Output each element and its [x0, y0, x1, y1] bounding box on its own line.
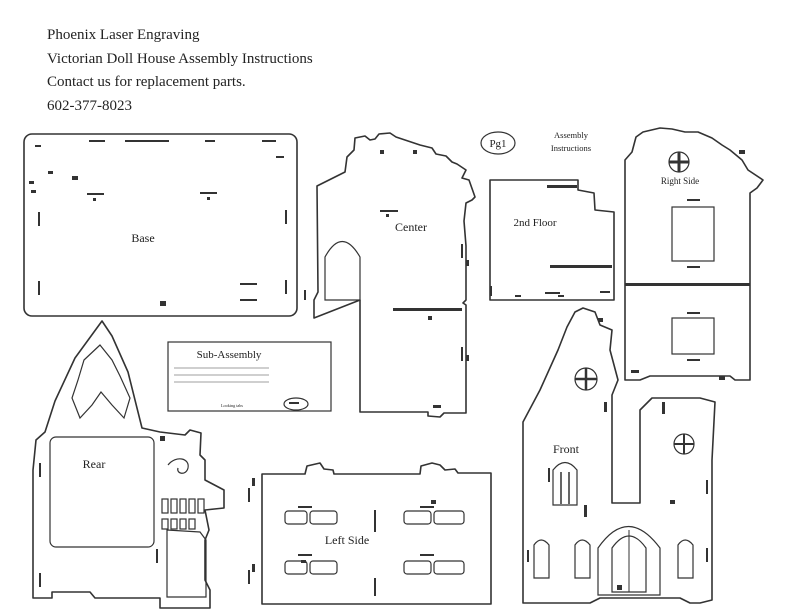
document-title: Victorian Doll House Assembly Instructio…	[47, 50, 313, 67]
rear-panel: Rear	[32, 320, 225, 609]
instructions-header: Phoenix Laser Engraving Victorian Doll H…	[47, 24, 313, 118]
assembly-label: Assembly	[554, 130, 589, 140]
company-name: Phoenix Laser Engraving	[47, 27, 200, 43]
sub-assembly-oval	[283, 397, 309, 411]
phone-number: 602-377-8023	[47, 97, 132, 114]
page-badge: Pg1	[480, 131, 516, 155]
front-label: Front	[553, 442, 580, 456]
assembly-instructions-note: Assembly Instructions	[551, 130, 591, 153]
left-side-panel: Left Side	[248, 462, 492, 605]
rear-opening	[49, 436, 155, 548]
page-label: Pg1	[489, 138, 506, 150]
sub-assembly-title: Sub-Assembly	[197, 349, 262, 361]
right-side-upper-window	[671, 206, 715, 262]
right-side-panel: Right Side	[624, 127, 764, 381]
base-panel: Base	[23, 133, 298, 317]
contact-note: Contact us for replacement parts.	[47, 74, 246, 90]
center-label: Center	[395, 220, 427, 234]
right-side-label: Right Side	[661, 176, 699, 186]
second-floor-panel: 2nd Floor	[489, 179, 615, 301]
sub-assembly-footer: Looking tabs	[221, 403, 243, 408]
center-panel: Center	[304, 132, 476, 418]
front-panel: Front	[522, 307, 716, 604]
rear-label: Rear	[83, 457, 106, 471]
sub-assembly-card: Sub-Assembly Looking tabs	[167, 341, 332, 412]
right-side-lower-window	[671, 317, 715, 355]
second-floor-label: 2nd Floor	[513, 217, 556, 229]
base-label: Base	[131, 231, 154, 245]
left-side-label: Left Side	[325, 533, 369, 547]
instructions-label: Instructions	[551, 143, 591, 153]
